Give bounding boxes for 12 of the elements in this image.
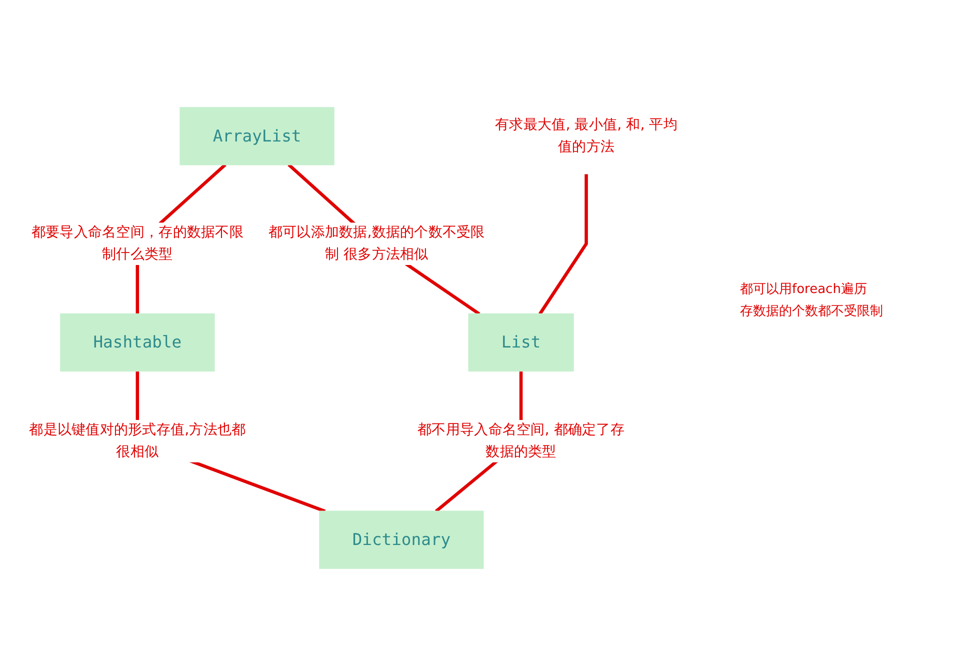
edge-label: 都是以键值对的形式存值,方法也都很相似 — [29, 422, 246, 460]
node-text: 有求最大值, 最小值, 和, 平均值的方法 — [495, 117, 678, 155]
edge-label: 都要导入命名空间，存的数据不限制什么类型 — [31, 224, 244, 262]
note-text: 存数据的个数都不受限制 — [740, 303, 884, 320]
node-box: List — [468, 313, 574, 372]
node-box: Hashtable — [60, 313, 215, 372]
note-text: 都可以用foreach遍历 — [740, 281, 868, 298]
edge-label: 都不用导入命名空间, 都确定了存数据的类型 — [418, 422, 624, 460]
connector — [538, 174, 588, 315]
node-box: ArrayList — [180, 107, 334, 166]
edge-label: 都可以添加数据,数据的个数不受限制 很多方法相似 — [268, 224, 485, 262]
node-box: Dictionary — [319, 510, 484, 569]
